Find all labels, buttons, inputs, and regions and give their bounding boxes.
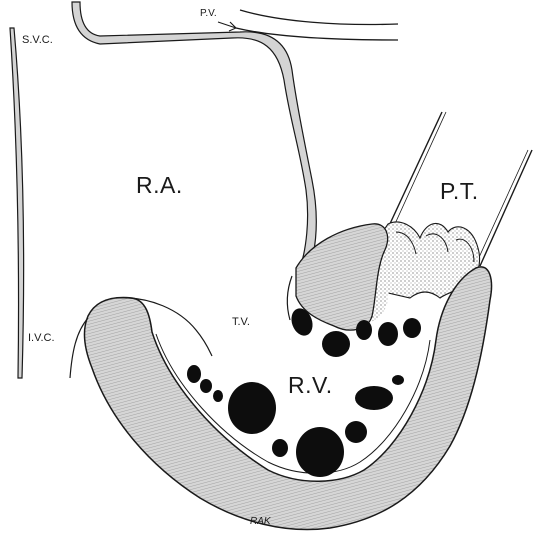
right-atrium-wall (72, 2, 316, 268)
pt-wall-left-inner (394, 112, 446, 226)
artist-signature: RAK (250, 516, 271, 527)
label-pv: P.V. (200, 8, 217, 19)
pt-wall-right-inner (476, 150, 528, 264)
pv-arrow (218, 22, 236, 31)
pt-wall-right (480, 150, 532, 266)
pulmonary-vein (240, 10, 398, 24)
label-ivc: I.V.C. (28, 332, 55, 344)
pt-wall-left (388, 112, 442, 228)
label-svc: S.V.C. (22, 34, 53, 46)
label-pt: P.T. (440, 178, 479, 205)
label-rv: R.V. (288, 372, 333, 399)
label-ra: R.A. (136, 172, 183, 199)
svc-wall (10, 28, 24, 378)
label-tv: T.V. (232, 316, 250, 328)
